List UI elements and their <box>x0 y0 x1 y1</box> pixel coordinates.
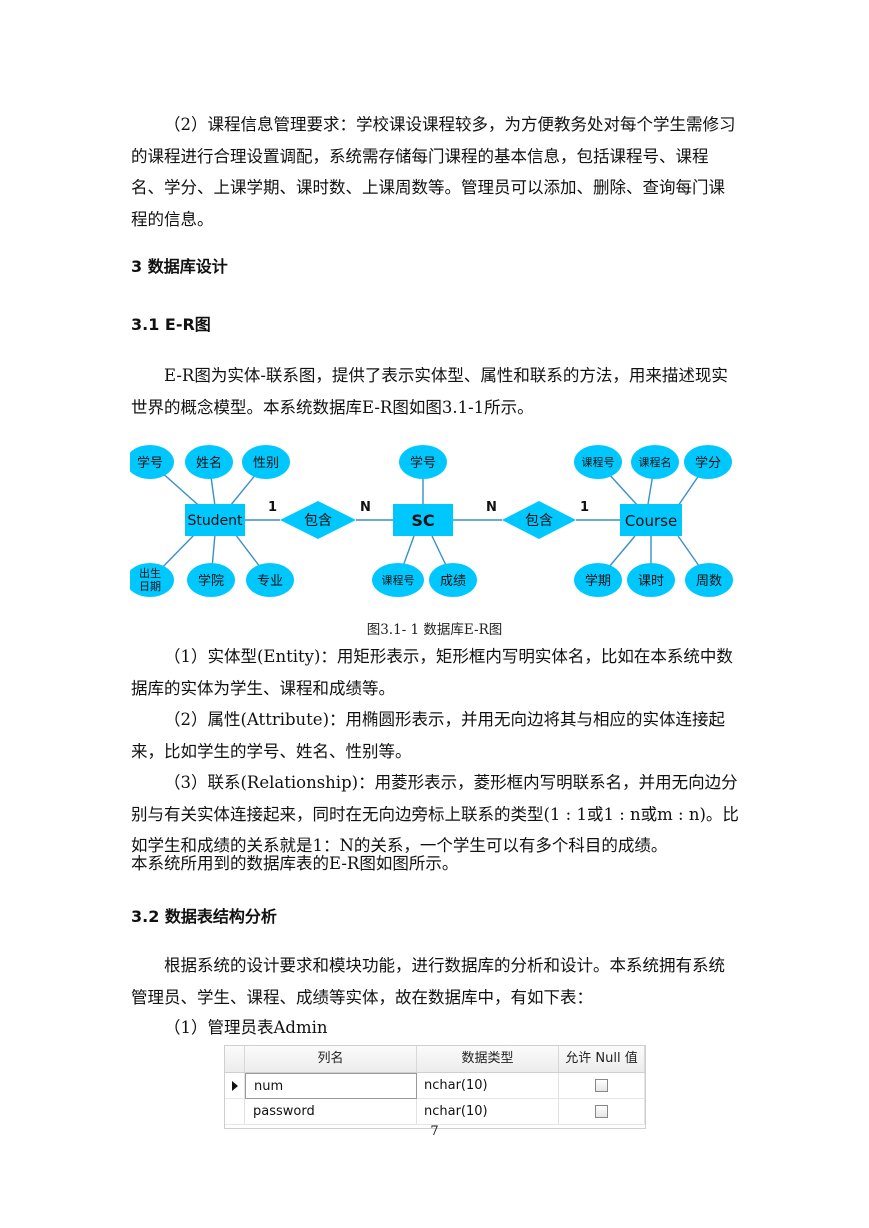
data-type-cell[interactable]: nchar(10) <box>417 1073 559 1099</box>
column-name-cell[interactable]: num <box>245 1073 417 1099</box>
attr-sc-student-id: 学号 <box>410 455 436 471</box>
relationship-paragraph: （3）联系(Relationship)：用菱形表示，菱形框内写明联系名，并用无向… <box>131 773 739 855</box>
table-header-row: 列名 数据类型 允许 Null 值 <box>225 1046 645 1073</box>
relationship-right-diamond: 包含 <box>502 501 576 539</box>
admin-table-label: （1）管理员表Admin <box>164 1018 328 1037</box>
cardinality-left-n: N <box>360 500 371 515</box>
course-requirements-paragraph: （2）课程信息管理要求：学校课设课程较多，为方便教务处对每个学生需修习的课程进行… <box>131 115 736 229</box>
attr-sc-score: 成绩 <box>440 574 466 589</box>
entity-course: Course <box>620 504 682 536</box>
attribute-ellipses <box>130 445 733 597</box>
attr-course-name: 课程名 <box>639 455 672 469</box>
cardinality-right-n: N <box>486 500 497 515</box>
svg-text:包含: 包含 <box>304 513 332 529</box>
header-allow-null: 允许 Null 值 <box>559 1046 645 1072</box>
attr-course-credit: 学分 <box>695 455 721 471</box>
er-intro-paragraph: E-R图为实体-联系图，提供了表示实体型、属性和联系的方法，用来描述现实世界的概… <box>131 366 728 417</box>
er-diagram: Student SC Course 包含 包含 1 N N 1 <box>130 436 740 612</box>
page-number: 7 <box>430 1124 439 1139</box>
attr-sc-course-id: 课程号 <box>382 574 415 587</box>
svg-text:SC: SC <box>411 511 434 530</box>
attr-course-id: 课程号 <box>582 456 615 469</box>
table-row[interactable]: password nchar(10) <box>225 1099 645 1125</box>
section-heading-3: 3 数据库设计 <box>131 257 228 276</box>
allow-null-checkbox-cell[interactable] <box>559 1099 645 1125</box>
row-selector[interactable] <box>225 1099 245 1125</box>
relationship-left-diamond: 包含 <box>280 501 356 539</box>
svg-text:Student: Student <box>187 513 243 529</box>
entity-paragraph: （1）实体型(Entity)：用矩形表示，矩形框内写明实体名，比如在本系统中数据… <box>131 647 733 698</box>
attr-course-weeks: 周数 <box>696 574 722 589</box>
allow-null-checkbox[interactable] <box>595 1079 608 1092</box>
attr-student-birth-line2: 日期 <box>139 580 161 593</box>
allow-null-checkbox[interactable] <box>595 1105 608 1118</box>
attr-course-hours: 课时 <box>638 574 664 589</box>
cardinality-right-1: 1 <box>580 500 589 515</box>
data-type-cell[interactable]: nchar(10) <box>417 1099 559 1125</box>
cardinality-left-1: 1 <box>268 500 277 515</box>
admin-table-designer: 列名 数据类型 允许 Null 值 num nchar(10) password… <box>224 1045 646 1129</box>
attribute-labels: 学号 姓名 性别 出生 日期 学院 专业 学号 课程号 成绩 课程号 课程名 学… <box>137 455 722 593</box>
table-row[interactable]: num nchar(10) <box>225 1073 645 1099</box>
attr-student-college: 学院 <box>198 573 224 589</box>
allow-null-checkbox-cell[interactable] <box>559 1073 645 1099</box>
table-intro-paragraph: 根据系统的设计要求和模块功能，进行数据库的分析和设计。本系统拥有系统管理员、学生… <box>131 956 725 1007</box>
attr-student-birth-line1: 出生 <box>139 566 161 580</box>
figure-caption: 图3.1- 1 数据库E-R图 <box>366 622 503 638</box>
entity-student: Student <box>185 504 245 536</box>
svg-text:包含: 包含 <box>525 513 553 529</box>
attribute-paragraph: （2）属性(Attribute)：用椭圆形表示，并用无向边将其与相应的实体连接起… <box>131 710 726 761</box>
section-heading-3-1: 3.1 E-R图 <box>131 315 211 334</box>
section-heading-3-2: 3.2 数据表结构分析 <box>131 907 277 926</box>
column-name-cell[interactable]: password <box>245 1099 417 1125</box>
row-selector-arrow-icon[interactable] <box>225 1073 245 1099</box>
attr-student-id: 学号 <box>137 455 163 471</box>
attr-student-major: 专业 <box>257 574 283 589</box>
svg-text:Course: Course <box>625 512 677 530</box>
cardinality-labels: 1 N N 1 <box>268 500 589 515</box>
attr-student-name: 姓名 <box>196 455 222 471</box>
header-row-selector <box>225 1046 245 1072</box>
attr-student-gender: 性别 <box>253 456 279 471</box>
entity-sc: SC <box>393 504 453 536</box>
attr-course-term: 学期 <box>585 573 611 589</box>
header-column-name: 列名 <box>245 1046 417 1072</box>
header-data-type: 数据类型 <box>417 1046 559 1072</box>
er-used-paragraph: 本系统所用到的数据库表的E-R图如图所示。 <box>131 854 459 873</box>
